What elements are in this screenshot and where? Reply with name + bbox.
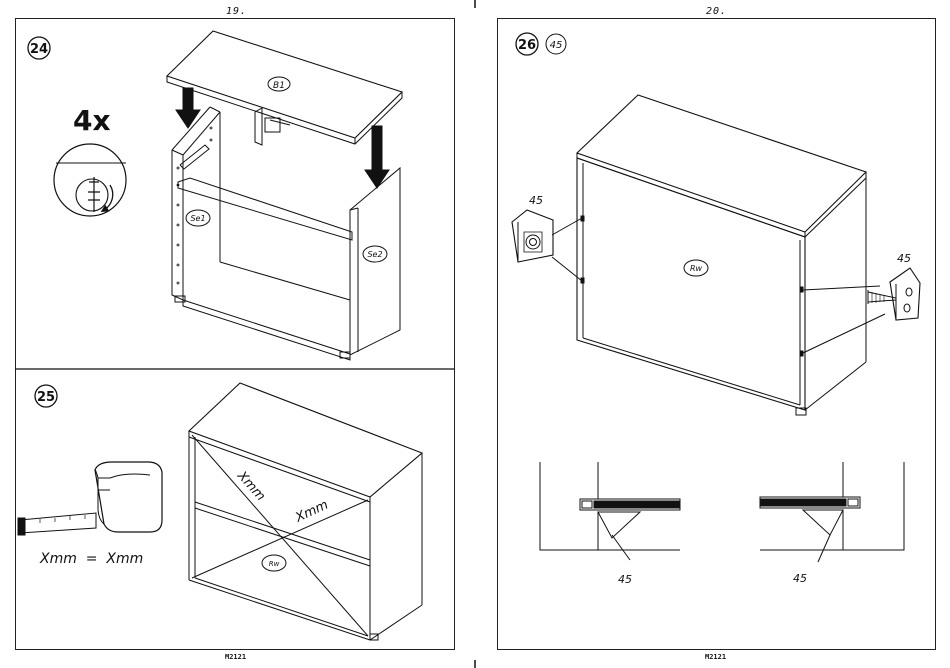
- step26-part-ref: 45: [550, 40, 563, 51]
- step24-number: 24: [30, 42, 48, 57]
- label-se1: Se1: [190, 214, 205, 223]
- bracket-right-part: [803, 268, 920, 353]
- part-label-left: 45: [529, 194, 543, 207]
- detail-label-right: 45: [793, 572, 807, 585]
- equation-label: Xmm = Xmm: [39, 551, 143, 567]
- step26-number: 26: [518, 38, 536, 53]
- tape-measure-icon: [18, 462, 162, 535]
- step25-number: 25: [37, 390, 55, 405]
- bracket-left-part: [512, 210, 582, 281]
- screwdriver-rotation-icon: [54, 144, 126, 216]
- detail-right: [760, 462, 904, 562]
- quantity-label: 4x: [73, 104, 111, 137]
- label-rw-step25: Rw: [269, 560, 280, 568]
- label-b1: B1: [273, 81, 285, 91]
- detail-left: [540, 462, 680, 560]
- label-rw-step26: Rw: [690, 264, 703, 273]
- part-label-right: 45: [897, 252, 911, 265]
- arrow-down-right: [365, 126, 389, 188]
- cabinet-step26: [577, 95, 866, 415]
- label-se2: Se2: [367, 250, 382, 259]
- carcass-step24: [172, 107, 400, 360]
- detail-label-left: 45: [618, 573, 632, 586]
- label-xmm-2: Xmm: [292, 498, 330, 526]
- label-xmm-1: Xmm: [233, 468, 268, 504]
